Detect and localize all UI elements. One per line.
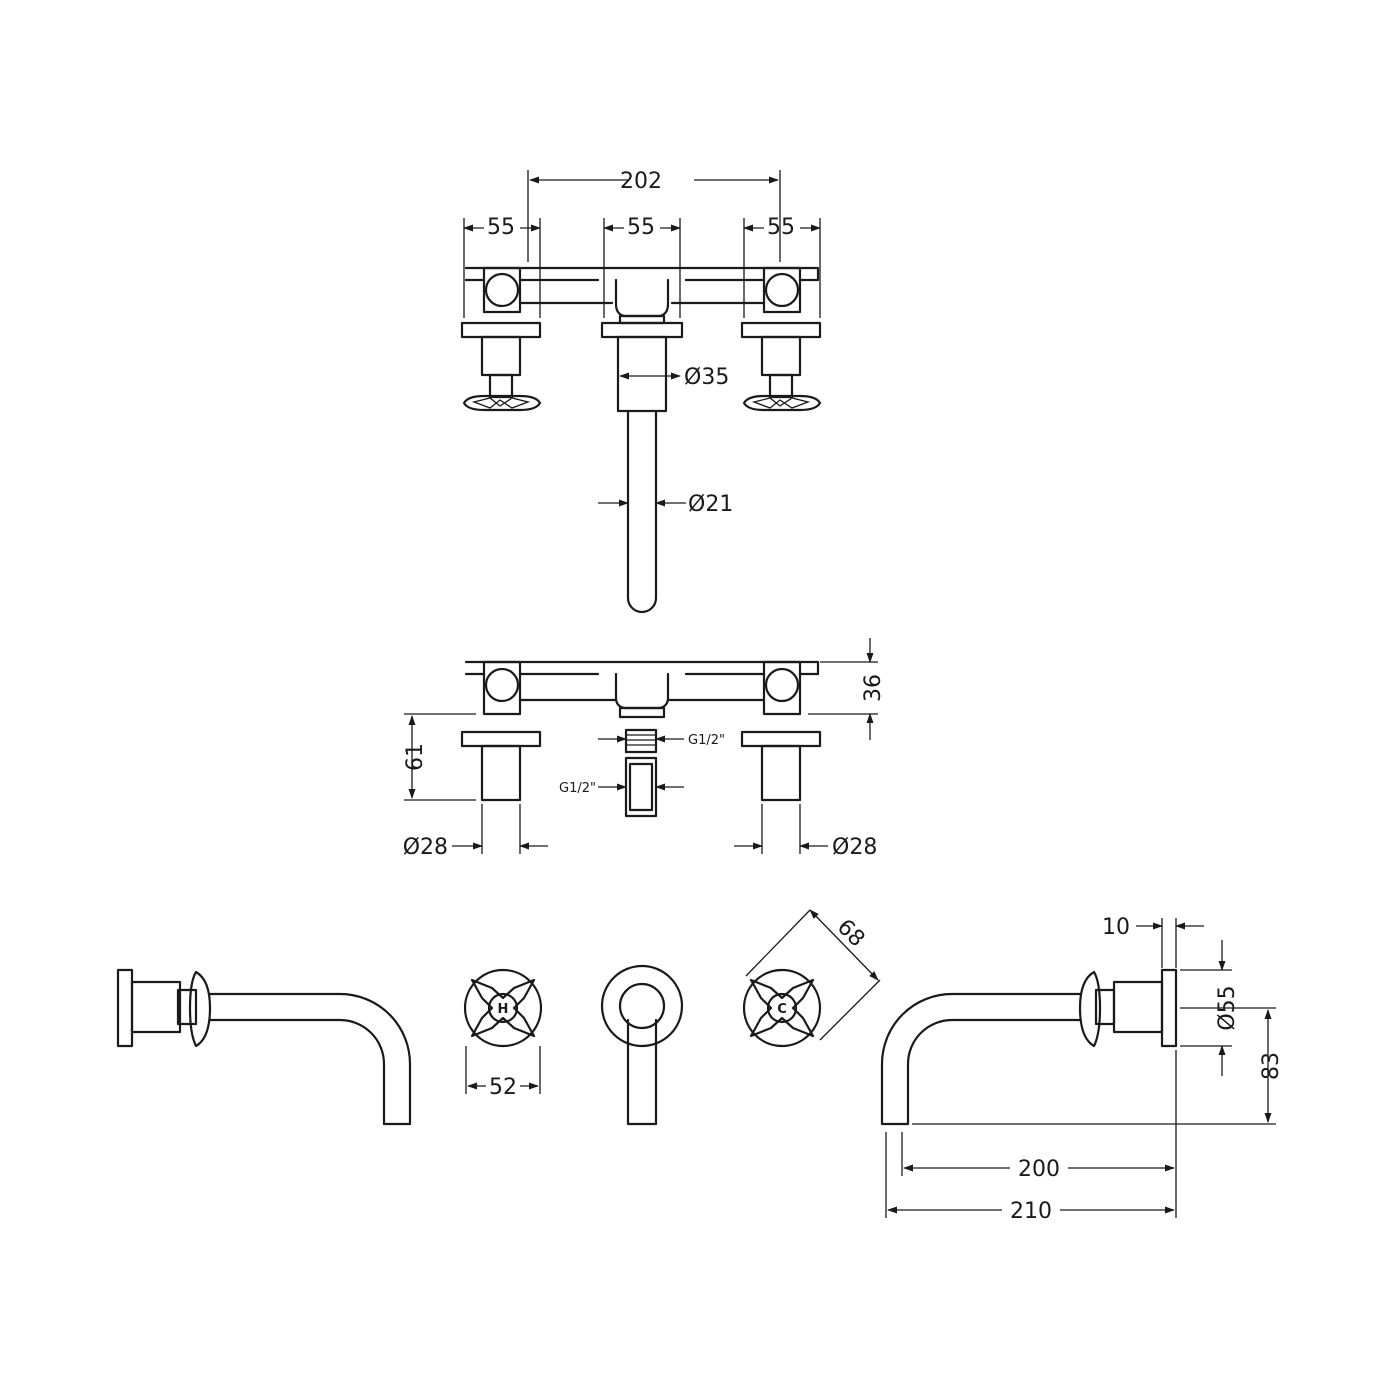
dim-left-valve-diameter: Ø28: [403, 835, 448, 860]
hot-handle-front: H 52: [463, 968, 543, 1100]
left-valve-stem: [488, 373, 514, 399]
right-valve-body-2: [762, 660, 802, 716]
spout-front: [600, 964, 684, 1126]
center-plate: [600, 321, 684, 339]
right-handle-edge: [742, 394, 822, 412]
dim-body-diameter: Ø35: [684, 365, 729, 390]
center-connector: [614, 278, 670, 318]
handle-right-side: [1078, 970, 1102, 1048]
thread-insert: [624, 728, 658, 754]
hot-letter: H: [498, 1002, 509, 1017]
left-plate: [460, 321, 542, 339]
dim-61: 61: [403, 743, 428, 771]
dim-36: 36: [861, 674, 886, 702]
dim-thread-bottom: G1/2": [559, 781, 596, 796]
left-sleeve-2: [480, 744, 522, 802]
exploded-view: 36 61 G1/2" G1/2" Ø28 Ø28: [403, 638, 886, 860]
handle-left-side: [188, 970, 212, 1048]
left-port-circle: [484, 272, 520, 308]
dim-55-right: 55: [767, 215, 795, 240]
right-port-circle: [764, 272, 800, 308]
spout-pipe: [626, 409, 658, 614]
center-nut-2: [618, 706, 666, 719]
dim-52: 52: [489, 1075, 517, 1100]
dim-202: 202: [620, 169, 662, 194]
spout-right-side: [880, 992, 1082, 1126]
left-valve-sleeve: [480, 335, 522, 377]
dim-spout-diameter: Ø21: [688, 492, 733, 517]
cold-cross-handle: [749, 978, 815, 1038]
right-valve-stem: [768, 373, 794, 399]
center-connector-2: [614, 672, 670, 710]
spout-left-side: [208, 992, 412, 1126]
dim-thread-top: G1/2": [688, 733, 725, 748]
hot-cross-handle: [470, 978, 536, 1038]
left-side-view: [116, 968, 412, 1126]
hot-rose: [463, 968, 543, 1048]
manifold-bar: [464, 266, 820, 282]
right-valve-sleeve: [760, 335, 802, 377]
right-side-view: 10 Ø55 83 200 210: [880, 915, 1284, 1224]
cold-letter: C: [777, 1002, 787, 1017]
left-plate-2: [460, 730, 542, 748]
right-plate-2: [740, 730, 822, 748]
dim-55-center: 55: [627, 215, 655, 240]
left-valve-body-2: [482, 660, 522, 716]
dim-210: 210: [1010, 1199, 1052, 1224]
dim-200: 200: [1018, 1157, 1060, 1182]
dim-83: 83: [1259, 1052, 1284, 1080]
right-sleeve-2: [760, 744, 802, 802]
dim-right-valve-diameter: Ø28: [832, 835, 877, 860]
cold-rose: [742, 968, 822, 1048]
dim-55-left: 55: [487, 215, 515, 240]
spout-front-pipe: [626, 1018, 658, 1126]
wall-plate-left: [116, 968, 134, 1048]
dim-68: 68: [832, 915, 869, 952]
spout-rose: [600, 964, 684, 1048]
cold-handle-front: C 68: [742, 909, 881, 1048]
top-view: 202 55 55 55 Ø35 Ø21: [460, 169, 822, 614]
right-valve-body: [762, 266, 802, 314]
left-valve-body: [482, 266, 522, 314]
manifold-bar-2: [464, 660, 820, 676]
spout-body: [616, 335, 668, 413]
dim-10: 10: [1102, 915, 1130, 940]
right-plate: [740, 321, 822, 339]
wall-plate-right: [1160, 968, 1178, 1048]
left-handle-edge: [462, 394, 542, 412]
